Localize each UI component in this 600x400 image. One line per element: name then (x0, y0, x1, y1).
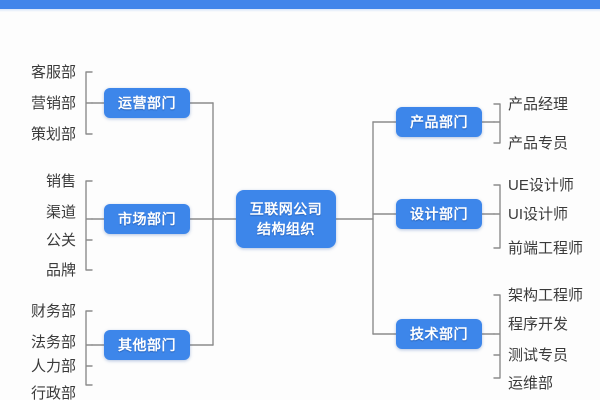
leaf-other-2[interactable]: 法务部 (30, 334, 76, 351)
leaf-product-2[interactable]: 产品专员 (508, 135, 569, 152)
center-node-line1: 互联网公司 (249, 201, 323, 217)
node-product-dept[interactable]: 产品部门 (396, 107, 482, 137)
leaf-market-4[interactable]: 品牌 (45, 262, 76, 279)
node-design-dept[interactable]: 设计部门 (396, 199, 482, 229)
wire-tech-bracket (493, 294, 501, 379)
leaf-ops-3[interactable]: 策划部 (30, 126, 76, 143)
leaf-tech-4[interactable]: 运维部 (508, 375, 554, 392)
wire-design-bracket (493, 184, 501, 249)
leaf-other-3[interactable]: 人力部 (30, 358, 76, 375)
wire-market-bracket (85, 180, 93, 271)
leaf-design-3[interactable]: 前端工程师 (508, 240, 584, 257)
wire-product-bracket (493, 103, 501, 144)
leaf-market-3[interactable]: 公关 (45, 232, 76, 249)
node-tech-dept[interactable]: 技术部门 (396, 319, 482, 349)
center-node[interactable]: 互联网公司 结构组织 (236, 190, 336, 248)
top-accent-bar-shadow (0, 9, 600, 12)
leaf-design-1[interactable]: UE设计师 (508, 177, 574, 194)
leaf-market-1[interactable]: 销售 (45, 173, 76, 190)
leaf-product-1[interactable]: 产品经理 (508, 96, 569, 113)
node-operations-dept[interactable]: 运营部门 (104, 88, 190, 118)
leaf-market-2[interactable]: 渠道 (45, 204, 76, 221)
leaf-tech-3[interactable]: 测试专员 (508, 347, 569, 364)
leaf-ops-2[interactable]: 营销部 (30, 95, 76, 112)
node-other-dept[interactable]: 其他部门 (104, 330, 190, 360)
node-market-dept[interactable]: 市场部门 (104, 204, 190, 234)
leaf-tech-1[interactable]: 架构工程师 (508, 287, 584, 304)
leaf-tech-2[interactable]: 程序开发 (508, 316, 569, 333)
top-accent-bar (0, 0, 600, 9)
leaf-design-2[interactable]: UI设计师 (508, 206, 569, 223)
center-node-line2: 结构组织 (257, 221, 315, 237)
leaf-other-4[interactable]: 行政部 (30, 385, 76, 400)
leaf-other-1[interactable]: 财务部 (30, 303, 76, 320)
wire-ops-bracket (85, 71, 93, 135)
wire-other-bracket (85, 310, 93, 386)
leaf-ops-1[interactable]: 客服部 (30, 64, 76, 81)
